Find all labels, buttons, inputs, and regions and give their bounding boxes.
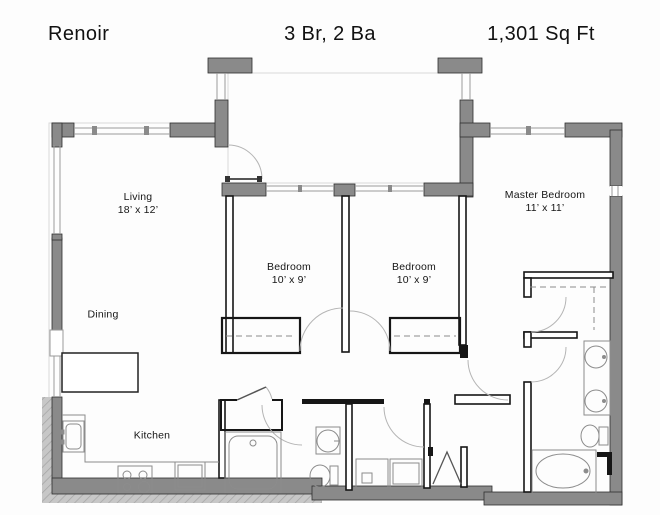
master-bath-fixtures bbox=[531, 340, 611, 494]
hall-closet-door-arc bbox=[265, 386, 273, 400]
doors bbox=[225, 144, 567, 485]
entry-door-arc bbox=[227, 144, 263, 180]
dryer bbox=[389, 458, 423, 489]
utility-closet-bifold bbox=[432, 450, 462, 485]
master-toilet bbox=[580, 424, 609, 448]
exterior-hatch bbox=[42, 397, 322, 503]
bathtub bbox=[224, 431, 282, 494]
exterior-walls bbox=[51, 57, 623, 506]
toilet bbox=[309, 464, 339, 488]
bedroom2-door-arc bbox=[349, 310, 391, 352]
hall-bath-door-arc bbox=[261, 404, 303, 446]
bedroom1-door-arc bbox=[299, 307, 344, 352]
double-vanity bbox=[583, 340, 611, 416]
windows bbox=[49, 73, 622, 397]
laundry-fixtures bbox=[355, 458, 423, 489]
dishwasher bbox=[174, 461, 206, 491]
closets bbox=[220, 316, 462, 431]
kitchen-fixtures bbox=[60, 352, 219, 494]
garden-tub bbox=[531, 449, 597, 494]
kitchen-island bbox=[61, 352, 139, 393]
washer bbox=[355, 458, 389, 489]
kitchen-counter bbox=[62, 414, 219, 463]
master-bath-door-arc bbox=[530, 346, 567, 383]
hall-bath-fixtures bbox=[224, 426, 341, 494]
kitchen-sink bbox=[60, 420, 85, 453]
room-label-dining: Dining bbox=[87, 308, 119, 321]
plan-name: Renoir bbox=[48, 23, 110, 45]
master-closet-door-arc bbox=[530, 296, 567, 333]
hall-closet-door-leaf bbox=[236, 386, 267, 401]
laundry-door-arc bbox=[383, 406, 425, 448]
closet-rods bbox=[226, 286, 608, 337]
range-stove bbox=[117, 465, 153, 494]
bathroom-sink bbox=[315, 426, 341, 455]
interior-walls bbox=[218, 195, 614, 493]
window-mullions bbox=[92, 126, 531, 192]
room-label-kitchen: Kitchen bbox=[133, 429, 171, 442]
bed-bath-count: 3 Br, 2 Ba bbox=[284, 23, 376, 45]
master-entry-door-arc bbox=[467, 359, 509, 401]
square-footage: 1,301 Sq Ft bbox=[487, 23, 595, 45]
